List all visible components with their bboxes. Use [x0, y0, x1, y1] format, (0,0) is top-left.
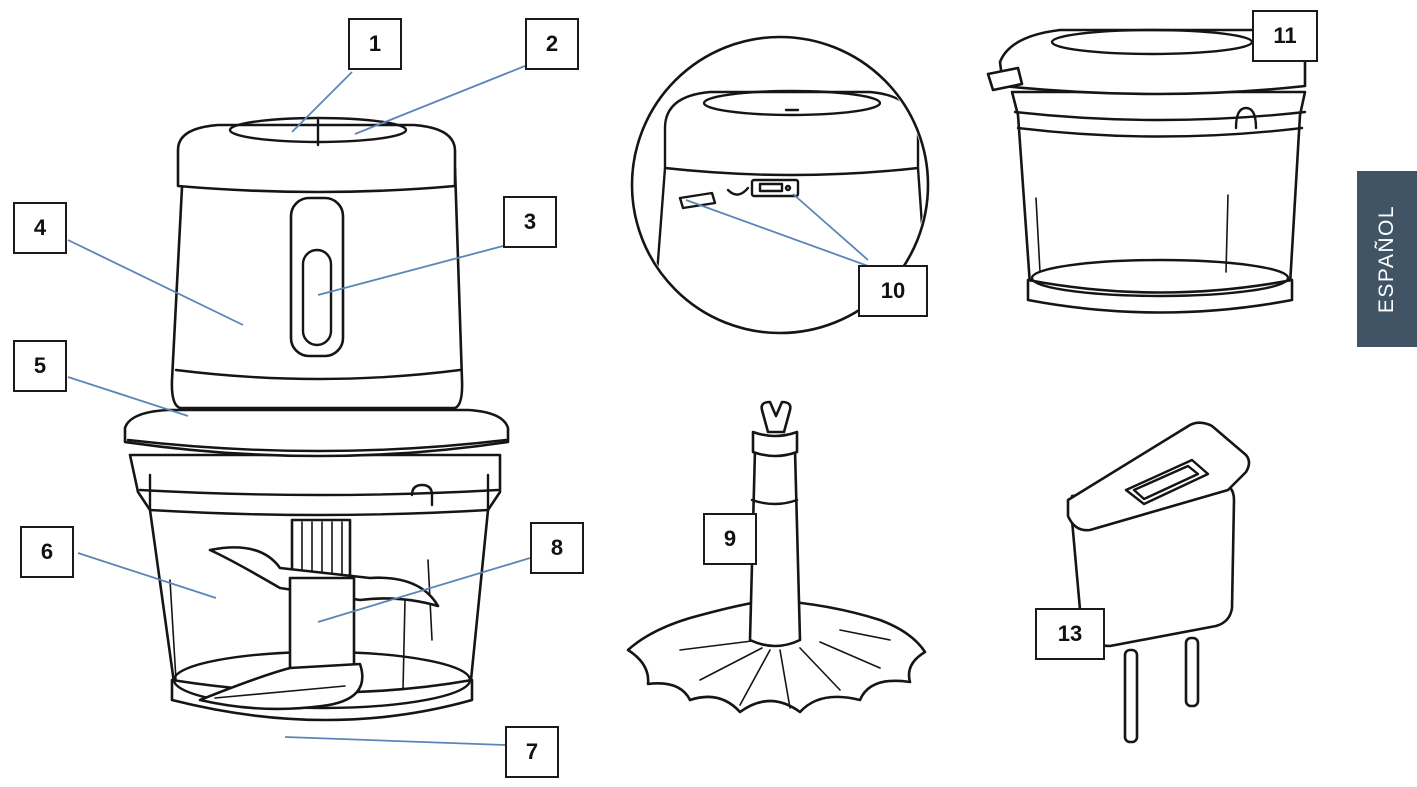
callout-6: 6	[20, 526, 74, 578]
callout-5: 5	[13, 340, 67, 392]
blade-cover-illustration	[626, 400, 927, 714]
callout-10: 10	[858, 265, 928, 317]
power-adapter-illustration	[1066, 421, 1251, 744]
callout-4: 4	[13, 202, 67, 254]
lid-ring	[123, 408, 510, 458]
callout-13: 13	[1035, 608, 1105, 660]
bowl-with-lid-illustration	[986, 28, 1307, 314]
power-button-window	[289, 196, 345, 358]
callout-1: 1	[348, 18, 402, 70]
adapter-pin-left	[1123, 648, 1139, 744]
language-tab-label: ESPAÑOL	[1375, 204, 1398, 314]
callout-11: 11	[1252, 10, 1318, 62]
lower-blade	[198, 662, 364, 711]
callout-8: 8	[530, 522, 584, 574]
spare-bowl-lid	[998, 28, 1307, 96]
callout-9: 9	[703, 513, 757, 565]
callout-7: 7	[505, 726, 559, 778]
detail-zoom-illustration	[630, 35, 930, 335]
blade-hub	[288, 576, 356, 678]
cover-stem	[748, 448, 802, 648]
chopper-leader-lines	[67, 65, 531, 746]
cover-tip	[760, 400, 792, 434]
callout-3: 3	[503, 196, 557, 248]
adapter-pin-right	[1184, 636, 1200, 708]
callout-2: 2	[525, 18, 579, 70]
top-cap	[176, 123, 457, 194]
chopper-illustration	[123, 116, 510, 722]
language-tab: ESPAÑOL	[1357, 171, 1417, 347]
